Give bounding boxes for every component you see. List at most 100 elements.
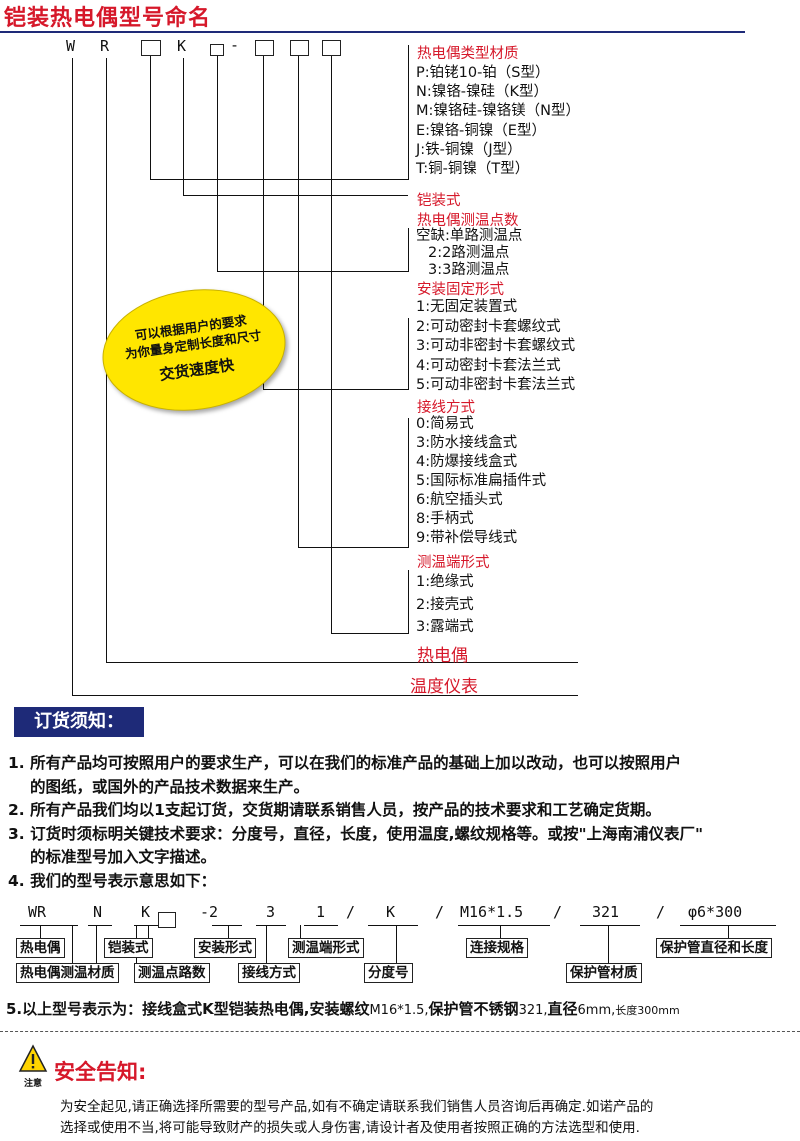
- list-item: 5:国际标准扁插件式: [416, 473, 547, 489]
- ex-code-321: 321: [592, 903, 620, 921]
- ex-label-armored: 铠装式: [104, 938, 153, 958]
- list-item: 4:可动密封卡套法兰式: [416, 357, 561, 374]
- ex-tick: [72, 925, 74, 965]
- bracket-wiring: [408, 418, 410, 548]
- ex-tick: [96, 925, 98, 965]
- list-item: 3:3路测温点: [428, 262, 510, 278]
- code-letter-r: R: [100, 37, 110, 55]
- list-item: J:铁-铜镍（J型）: [416, 141, 522, 158]
- ex-label-mounting: 安装形式: [194, 938, 256, 958]
- order-notice-list: 1. 所有产品均可按照用户的要求生产，可以在我们的标准产品的基础上加以改动，也可…: [8, 752, 703, 893]
- ex-code-slash-2: /: [435, 903, 445, 921]
- ex-code-slash-4: /: [656, 903, 666, 921]
- line-tip-h: [331, 633, 408, 635]
- code-box-tip: [322, 40, 341, 56]
- line-instrument-h: [72, 695, 578, 697]
- list-item: 8:手柄式: [416, 511, 474, 527]
- ex-label-points: 测温点路数: [134, 963, 210, 983]
- ex-label-tube: 保护管直径和长度: [656, 938, 772, 958]
- ex-label-thermocouple: 热电偶: [16, 938, 65, 958]
- ex-code-box: [158, 912, 176, 928]
- notice-item: 的标准型号加入文字描述。: [30, 848, 217, 866]
- summary-main: 接线盒式K型铠装热电偶,安装螺纹: [142, 1000, 370, 1018]
- notice-item: 4. 我们的型号表示意思如下：: [8, 871, 217, 890]
- ex-code-wr: WR: [28, 903, 47, 921]
- notice-item: 3. 订货时须标明关键技术要求：分度号，直径，长度，使用温度,螺纹规格等。或按"…: [8, 824, 704, 843]
- bracket-mounting: [408, 318, 410, 390]
- line-material-h: [150, 179, 408, 181]
- ex-tick: [266, 925, 268, 965]
- code-box-material: [141, 40, 161, 56]
- ex-tick: [40, 925, 42, 939]
- ex-tick: [300, 925, 302, 939]
- ex-label-thread: 连接规格: [466, 938, 528, 958]
- ex-label-material: 热电偶测温材质: [16, 963, 119, 983]
- code-box-wiring: [290, 40, 309, 56]
- safety-line: 为安全起见,请正确选择所需要的型号产品,如有不确定请联系我们销售人员咨询后再确定…: [60, 1099, 654, 1115]
- ex-code-1: 1: [316, 903, 326, 921]
- tip-list: 1:绝缘式 2:接壳式 3:露端式: [416, 571, 474, 639]
- ex-code-kk: K: [386, 903, 396, 921]
- ex-label-wiring: 接线方式: [238, 963, 300, 983]
- material-heading: 热电偶类型材质: [417, 46, 519, 62]
- notice-item: 1. 所有产品均可按照用户的要求生产，可以在我们的标准产品的基础上加以改动，也可…: [8, 754, 682, 772]
- list-item: 3:露端式: [416, 619, 474, 635]
- ex-underline: [88, 925, 112, 927]
- line-points-v: [217, 56, 219, 272]
- ex-code-3: 3: [266, 903, 276, 921]
- points-heading: 热电偶测温点数: [417, 213, 519, 229]
- list-item: 6:航空插头式: [416, 492, 503, 508]
- ex-code-thread: M16*1.5: [460, 903, 524, 921]
- ex-code-tube: φ6*300: [688, 903, 743, 921]
- list-item: 1:绝缘式: [416, 574, 474, 590]
- safety-divider: [0, 1031, 800, 1032]
- summary-thread: M16*1.5,: [369, 1003, 429, 1018]
- mounting-heading: 安装固定形式: [417, 282, 504, 298]
- ex-tick: [608, 925, 610, 965]
- ex-code-slash-1: /: [346, 903, 356, 921]
- list-item: 空缺:单路测温点: [416, 228, 523, 244]
- ex-code-2: -2: [200, 903, 219, 921]
- list-item: 5:可动非密封卡套法兰式: [416, 377, 576, 393]
- line-mounting-v: [263, 56, 265, 390]
- list-item: 9:带补偿导线式: [416, 530, 518, 546]
- material-list: P:铂铑10-铂（S型） N:镍铬-镍硅（K型） M:镍铬硅-镍铬镁（N型） E…: [416, 64, 580, 179]
- list-item: 3:防水接线盒式: [416, 435, 518, 451]
- page-title: 铠装热电偶型号命名: [4, 6, 212, 31]
- line-thermocouple-h: [106, 662, 578, 664]
- safety-text: 为安全起见,请正确选择所需要的型号产品,如有不确定请联系我们销售人员咨询后再确定…: [60, 1097, 653, 1139]
- ex-underline: [368, 925, 418, 927]
- notice-item: 的图纸，或国外的产品技术数据来生产。: [30, 777, 310, 796]
- ex-underline: [458, 925, 550, 927]
- ex-code-slash-3: /: [553, 903, 563, 921]
- list-item: 0:简易式: [416, 416, 474, 432]
- list-item: T:铜-铜镍（T型）: [416, 161, 530, 178]
- list-item: E:镍铬-铜镍（E型）: [416, 122, 546, 139]
- ex-underline: [212, 925, 242, 927]
- armored-heading: 铠装式: [417, 193, 461, 209]
- list-item: M:镍铬硅-镍铬镁（N型）: [416, 103, 580, 120]
- mounting-list: 1:无固定装置式 2:可动密封卡套螺纹式 3:可动非密封卡套螺纹式 4:可动密封…: [416, 298, 575, 396]
- list-item: 2:可动密封卡套螺纹式: [416, 318, 561, 335]
- instrument-heading: 温度仪表: [410, 677, 478, 697]
- line-instrument-v: [72, 58, 74, 696]
- ex-underline: [256, 925, 286, 927]
- title-underline: [0, 31, 745, 33]
- ex-label-tip: 测温端形式: [288, 938, 364, 958]
- ex-tick: [728, 925, 730, 939]
- line-points-h: [217, 271, 408, 273]
- line-wiring-v: [298, 56, 300, 548]
- summary-steel: 321,: [518, 1003, 548, 1018]
- safety-line: 选择或使用不当,将可能导致财产的损失或人身伤害,请设计者及使用者按照正确的方法选…: [60, 1120, 640, 1136]
- tip-heading: 测温端形式: [417, 555, 490, 571]
- safety-heading: 安全告知:: [54, 1060, 147, 1084]
- code-letter-k: K: [177, 37, 187, 55]
- summary-len: 长度300mm: [615, 1004, 680, 1017]
- line-tip-v: [331, 56, 333, 634]
- list-item: 2:接壳式: [416, 596, 474, 613]
- line-wiring-h: [298, 547, 408, 549]
- ex-underline: [580, 925, 640, 927]
- bracket-material: [408, 45, 410, 180]
- summary-dia: 直径: [547, 1000, 578, 1018]
- ex-underline: [20, 925, 78, 927]
